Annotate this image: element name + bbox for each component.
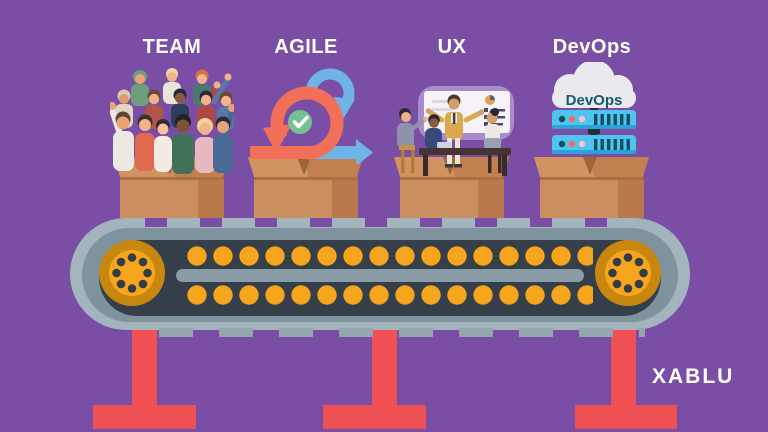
belt-dots-row <box>187 285 593 305</box>
box-opening-shadow <box>120 177 224 180</box>
box-side-shade <box>478 177 504 218</box>
belt-dots-row <box>187 246 593 266</box>
conveyor-leg-foot <box>93 405 196 429</box>
belt-tread-top <box>145 218 637 227</box>
xablu-logo: XABLU <box>652 365 735 388</box>
devops-cloud-label: DevOps <box>566 92 623 109</box>
station-label-ux: UX <box>437 36 467 58</box>
station-label-devops: DevOps <box>552 36 632 58</box>
cardboard-box <box>254 177 358 218</box>
ux-workshop-illustration <box>397 86 514 176</box>
agile-sprint-loop-icon <box>250 68 373 164</box>
cardboard-box <box>540 177 644 218</box>
belt-wheel-icon <box>595 240 661 306</box>
station-label-agile: AGILE <box>274 36 338 58</box>
cardboard-box <box>400 177 504 218</box>
box-opening-shadow <box>540 177 644 180</box>
station-label-team: TEAM <box>142 36 202 58</box>
conveyor-leg-foot <box>575 405 677 429</box>
devops-cloud-server-icon: DevOps <box>552 62 636 154</box>
belt-center-bar <box>176 269 584 282</box>
box-opening-shadow <box>400 177 504 180</box>
cardboard-box <box>120 177 224 218</box>
box-opening-shadow <box>254 177 358 180</box>
cardboard-box-flaps <box>534 157 649 177</box>
conveyor-leg-foot <box>323 405 426 429</box>
cardboard-box-flaps <box>248 157 363 177</box>
belt-tread-bottom <box>133 328 645 337</box>
team-crowd-illustration <box>110 68 234 174</box>
belt-wheel-icon <box>99 240 165 306</box>
box-side-shade <box>618 177 644 218</box>
box-side-shade <box>332 177 358 218</box>
box-side-shade <box>198 177 224 218</box>
